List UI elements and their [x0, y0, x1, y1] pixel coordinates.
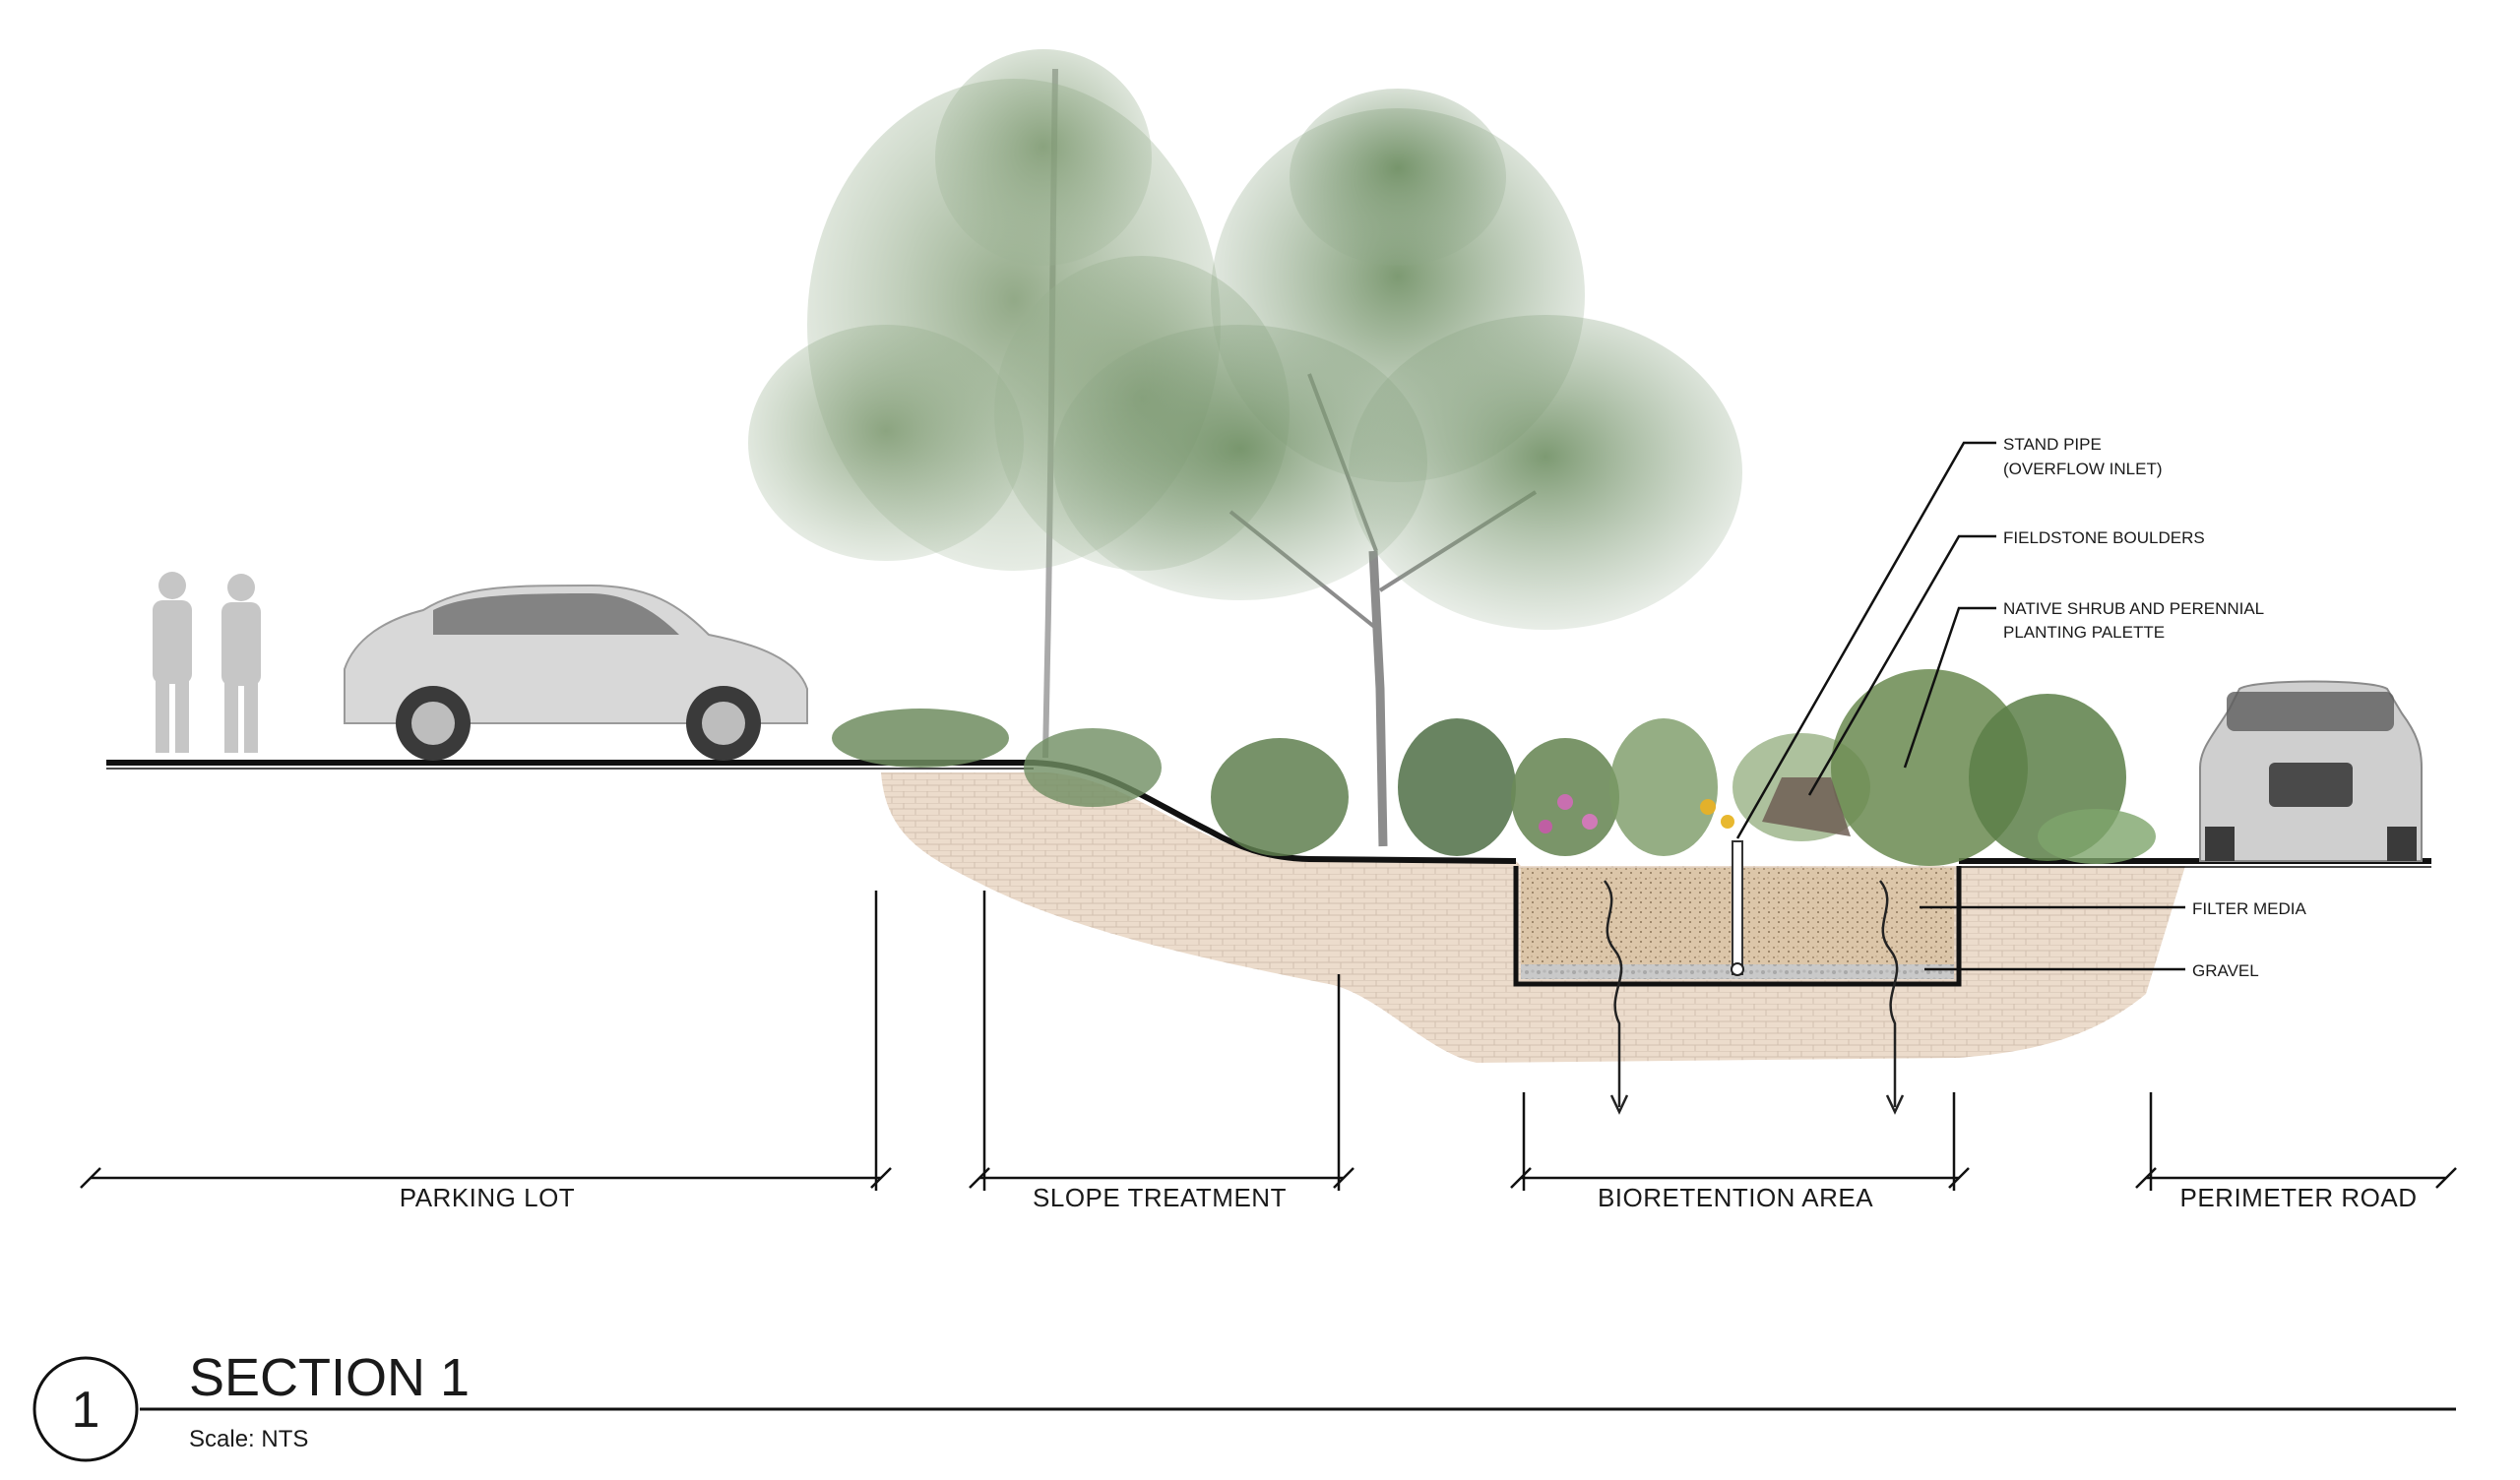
- callout-stand-pipe-line2: (OVERFLOW INLET): [2003, 460, 2163, 478]
- section-number-circle: [32, 1356, 139, 1462]
- section-number: 1: [72, 1382, 100, 1439]
- scale-note: Scale: NTS: [189, 1426, 308, 1452]
- audi-suv-front: [2199, 680, 2423, 862]
- section-title: SECTION 1: [189, 1348, 470, 1407]
- stand-pipe: [1731, 840, 1744, 976]
- callout-gravel: GRAVEL: [2192, 961, 2259, 980]
- infiltration-arrow-right: [1879, 880, 1899, 1107]
- parked-suv: [344, 584, 808, 761]
- zone-label-slope-treatment: SLOPE TREATMENT: [1033, 1183, 1287, 1212]
- dimension-lines: [80, 891, 2457, 1191]
- callout-planting-line2: PLANTING PALETTE: [2003, 623, 2165, 642]
- people-silhouettes: [153, 572, 261, 753]
- deciduous-tree-center: [1053, 89, 1742, 847]
- understory-planting: [832, 669, 2156, 866]
- callout-filter-media: FILTER MEDIA: [2192, 899, 2307, 918]
- infiltration-arrow-left: [1604, 880, 1623, 1107]
- zone-label-bioretention-area: BIORETENTION AREA: [1598, 1183, 1873, 1212]
- callout-planting-line1: NATIVE SHRUB AND PERENNIAL: [2003, 599, 2264, 618]
- callout-leaders: [1735, 441, 2185, 971]
- title-block: 1 SECTION 1 Scale: NTS: [32, 1348, 2456, 1462]
- zone-label-parking-lot: PARKING LOT: [400, 1183, 575, 1212]
- zone-label-perimeter-road: PERIMETER ROAD: [2179, 1183, 2417, 1212]
- cell-outline: [1513, 866, 1962, 987]
- callout-stand-pipe-line1: STAND PIPE: [2003, 435, 2102, 454]
- callout-fieldstone-boulders: FIELDSTONE BOULDERS: [2003, 528, 2205, 547]
